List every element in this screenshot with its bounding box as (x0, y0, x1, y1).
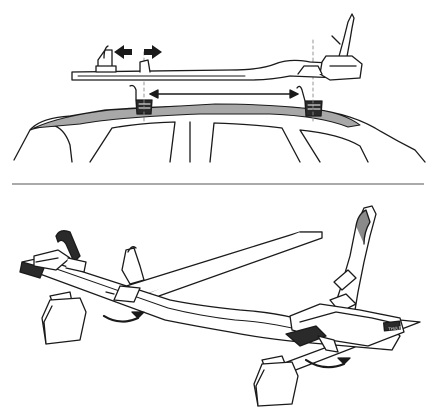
roof-foot-right (296, 85, 323, 117)
car-window-rear (299, 129, 369, 163)
rotate-arrow-icon (102, 311, 145, 323)
double-arrow-icon (149, 89, 299, 99)
frame-clamp-base (285, 303, 405, 353)
rotate-arrow-icon-right (304, 357, 351, 369)
bar-foot-left (41, 291, 87, 345)
wheel-tray-left (19, 249, 71, 279)
car-window-mid (209, 122, 301, 163)
bottom-panel (19, 205, 421, 407)
roof-bar-rear (119, 231, 323, 303)
car-roof-band (33, 103, 361, 129)
brand-logo-text: THULE (388, 325, 402, 331)
wheel-strap-left (55, 230, 87, 273)
wheel-holder-left (95, 45, 117, 73)
carrier-rail-top (71, 59, 357, 81)
bar-foot-right (253, 355, 299, 407)
frame-holder-arm-large (329, 205, 377, 321)
car-window-front (89, 121, 176, 163)
arrow-right-icon (144, 45, 162, 59)
top-panel (13, 13, 426, 163)
strap-holder-center (139, 59, 151, 73)
carrier-rail-groove (47, 265, 386, 337)
frame-holder-arm (297, 13, 363, 81)
car-body-inner-line (29, 125, 73, 163)
wheel-holder-middle (105, 246, 145, 303)
arrow-left-icon (114, 45, 132, 59)
